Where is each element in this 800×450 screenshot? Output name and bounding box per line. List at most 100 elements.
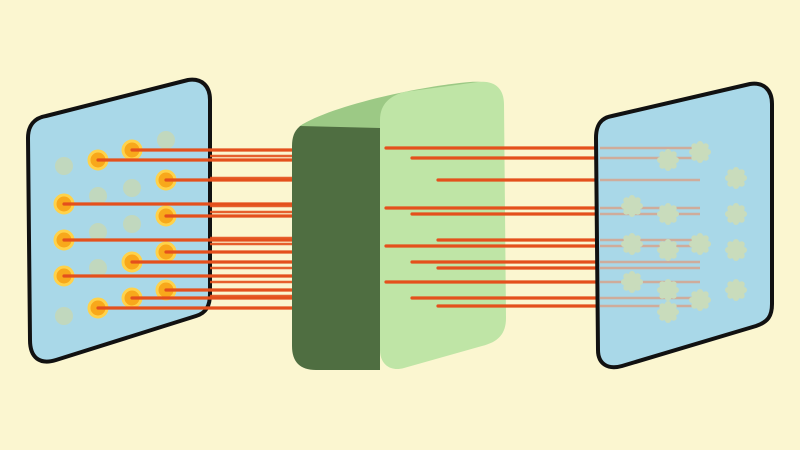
output-dot-petal [634,273,641,280]
input-plane [26,77,212,364]
output-dot-petal [659,292,666,299]
optical-element-icon [292,81,506,370]
output-dot-petal [691,291,698,298]
output-dot [657,279,679,301]
output-dot-petal [621,279,627,285]
output-dot-petal [738,169,745,176]
output-dot-grid [621,141,747,323]
output-dot-petal [634,284,641,291]
output-dot-petal [623,208,630,215]
output-dot-petal [665,295,671,301]
output-dot-petal [659,151,666,158]
output-dot-petal [725,211,731,217]
output-dot-petal [629,195,635,201]
output-dot-petal [738,180,745,187]
outgoing-beams [384,146,602,308]
output-dot-petal [670,205,677,212]
output-dot-petal [738,292,745,299]
output-dot-petal [629,233,635,239]
output-dot-petal [727,180,734,187]
output-dot-petal [733,295,739,301]
output-dot-petal [670,281,677,288]
output-dot-petal [659,216,666,223]
output-dot-petal [670,303,677,310]
output-dot [621,233,643,255]
output-dot-petal [670,252,677,259]
dim-dot [89,187,107,205]
output-dot [725,239,747,261]
output-dot-petal [657,247,663,253]
output-dot-petal [725,287,731,293]
output-dot-petal [634,208,641,215]
output-dot-petal [659,162,666,169]
output-dot-petal [733,203,739,209]
output-dot [725,203,747,225]
output-dot-petal [623,284,630,291]
output-dot-petal [665,279,671,285]
output-dot-petal [741,247,747,253]
output-dot-petal [623,235,630,242]
output-dot-petal [727,292,734,299]
output-dot-petal [670,292,677,299]
output-dot-petal [697,289,703,295]
output-dot-petal [670,216,677,223]
output-dot-petal [634,246,641,253]
output-dot [657,301,679,323]
output-dot-petal [689,149,695,155]
output-dot-petal [657,287,663,293]
output-plane-icon [594,81,774,370]
output-dot-petal [629,271,635,277]
output-dot-petal [637,203,643,209]
output-dot-petal [673,309,679,315]
output-dot-petal [665,149,671,155]
output-dot-petal [727,205,734,212]
output-dot-petal [659,205,666,212]
output-dot-petal [727,169,734,176]
output-dot-petal [697,249,703,255]
output-dot-petal [725,175,731,181]
output-dot-petal [657,309,663,315]
output-dot-petal [657,157,663,163]
output-dot-petal [727,216,734,223]
output-dot-petal [727,241,734,248]
output-dot-petal [673,157,679,163]
optical-element-side [292,120,380,370]
output-dot [689,289,711,311]
output-dot [657,149,679,171]
dim-dot [157,131,175,149]
output-dot-petal [738,281,745,288]
output-dot-petal [637,279,643,285]
output-dot-petal [621,203,627,209]
output-dot-petal [697,157,703,163]
output-dot-petal [670,241,677,248]
output-dot-petal [634,197,641,204]
output-dot-petal [629,287,635,293]
output-dot-petal [673,247,679,253]
output-dot-petal [697,141,703,147]
output-dot-petal [733,279,739,285]
output-dot-petal [705,241,711,247]
output-dot-petal [629,211,635,217]
output-dot-petal [665,165,671,171]
output-dot-petal [702,302,709,309]
output-dot-petal [623,273,630,280]
output-dot-petal [733,239,739,245]
output-dot-petal [741,211,747,217]
output-dot-petal [673,287,679,293]
output-dot-petal [665,255,671,261]
output-dot [657,239,679,261]
output-dot-petal [738,205,745,212]
output-dot-petal [725,247,731,253]
output-dot-petal [691,154,698,161]
incoming-beams [62,148,302,310]
output-dot-petal [733,219,739,225]
output-dot-petal [621,241,627,247]
output-dot-petal [727,252,734,259]
output-dot-petal [738,252,745,259]
output-dot-petal [673,211,679,217]
output-dot-petal [665,203,671,209]
output-dot-petal [738,241,745,248]
output-dot-petal [659,314,666,321]
